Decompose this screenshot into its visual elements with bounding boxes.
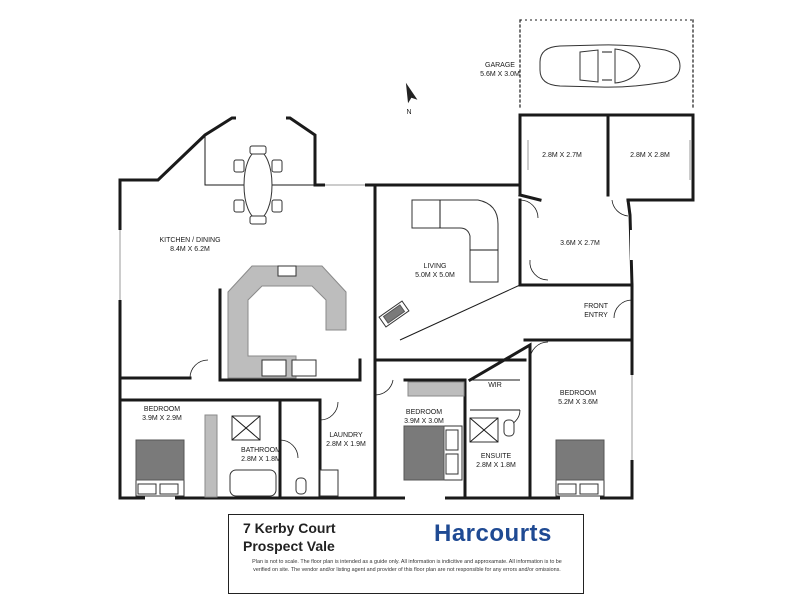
front-entry-label-1: FRONT xyxy=(584,303,609,310)
living-size: 5.0M X 5.0M xyxy=(415,272,455,279)
garage-size: 5.6M X 3.0M xyxy=(480,71,520,78)
kitchen-fixtures xyxy=(227,265,347,379)
bedroom-left-size: 3.9M X 2.9M xyxy=(142,415,182,422)
garage-name: GARAGE xyxy=(485,62,515,69)
car-icon xyxy=(539,44,681,88)
living-name: LIVING xyxy=(424,263,447,270)
garage xyxy=(519,19,694,111)
laundry-name: LAUNDRY xyxy=(329,432,363,439)
front-entry-label-2: ENTRY xyxy=(584,312,608,319)
bathroom-name: BATHROOM xyxy=(241,447,281,454)
address-line-1: 7 Kerby Court xyxy=(243,520,336,536)
disclaimer-line-1: Plan is not to scale. The floor plan is … xyxy=(252,559,562,565)
windows xyxy=(118,116,691,500)
ensuite-size: 2.8M X 1.8M xyxy=(476,462,516,469)
bed-main-icon xyxy=(555,439,605,497)
wet-area-fixtures xyxy=(204,381,515,498)
doors xyxy=(189,199,633,459)
bedroom-main-size: 5.2M X 3.6M xyxy=(558,399,598,406)
bedroom-left-name: BEDROOM xyxy=(144,406,180,413)
compass-label: N xyxy=(406,109,411,116)
brand-logo: Harcourts xyxy=(434,520,552,547)
compass-icon xyxy=(405,82,418,104)
bedroom-mid-size: 3.9M X 3.0M xyxy=(404,418,444,425)
bed-mid-icon xyxy=(403,425,463,481)
bathroom-size: 2.8M X 1.8M xyxy=(241,456,281,463)
kitchen-name: KITCHEN / DINING xyxy=(159,237,220,244)
store-1-size: 2.8M X 2.7M xyxy=(542,152,582,159)
bedroom-mid-name: BEDROOM xyxy=(406,409,442,416)
address-line-2: Prospect Vale xyxy=(243,538,335,554)
bed-left-icon xyxy=(135,439,185,497)
wir-label: WIR xyxy=(488,382,502,389)
dining-table-icon xyxy=(233,145,283,225)
recliner-icon xyxy=(378,300,410,328)
listing-info-box: 7 Kerby Court Prospect Vale Harcourts Pl… xyxy=(228,514,584,594)
sofa-icon xyxy=(411,199,499,283)
ensuite-name: ENSUITE xyxy=(481,453,512,460)
laundry-size: 2.8M X 1.9M xyxy=(326,441,366,448)
disclaimer-line-2: verified on site. The vendor and/or list… xyxy=(253,567,561,573)
floor-plan: GARAGE 5.6M X 3.0M 2.8M X 2.7M 2.8M X 2.… xyxy=(118,19,695,500)
room-labels: GARAGE 5.6M X 3.0M 2.8M X 2.7M 2.8M X 2.… xyxy=(142,62,670,469)
bedroom-main-name: BEDROOM xyxy=(560,390,596,397)
room-3-size: 3.6M X 2.7M xyxy=(560,240,600,247)
store-2-size: 2.8M X 2.8M xyxy=(630,152,670,159)
kitchen-size: 8.4M X 6.2M xyxy=(170,246,210,253)
